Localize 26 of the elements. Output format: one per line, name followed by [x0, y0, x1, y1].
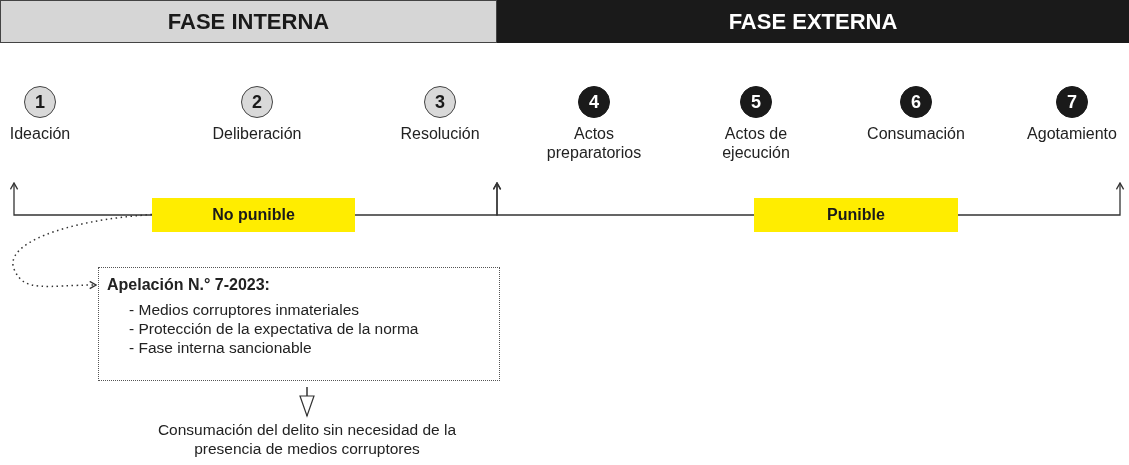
- dotted-arrow: [12, 213, 153, 290]
- step-label: Consumación: [867, 124, 965, 143]
- step-label: Actos preparatorios: [545, 124, 643, 162]
- step-number-circle: 1: [24, 86, 56, 118]
- bullet-item: - Medios corruptores inmateriales: [129, 300, 359, 319]
- step-number-circle: 2: [241, 86, 273, 118]
- note-box: [98, 267, 500, 381]
- step-number-circle: 6: [900, 86, 932, 118]
- step-label: Deliberación: [212, 124, 302, 143]
- bullet-item: - Fase interna sancionable: [129, 338, 312, 357]
- step-label: Resolución: [400, 124, 480, 143]
- step-number-circle: 3: [424, 86, 456, 118]
- status-label: Punible: [754, 198, 958, 232]
- down-arrow: [299, 386, 315, 417]
- bullet-item: - Protección de la expectativa de la norma: [129, 319, 419, 338]
- phase-banner: FASE INTERNA: [0, 0, 497, 43]
- status-label: No punible: [152, 198, 355, 232]
- step-label: Ideación: [9, 124, 71, 143]
- conclusion-text: Consumación del delito sin necesidad de la presencia de medios corruptores: [142, 420, 472, 458]
- step-number-circle: 5: [740, 86, 772, 118]
- phase-banner: FASE EXTERNA: [497, 0, 1129, 43]
- note-heading: Apelación N.° 7-2023:: [107, 276, 271, 294]
- step-number-circle: 7: [1056, 86, 1088, 118]
- step-label: Actos de ejecución: [721, 124, 791, 162]
- step-number-circle: 4: [578, 86, 610, 118]
- step-label: Agotamiento: [1027, 124, 1117, 143]
